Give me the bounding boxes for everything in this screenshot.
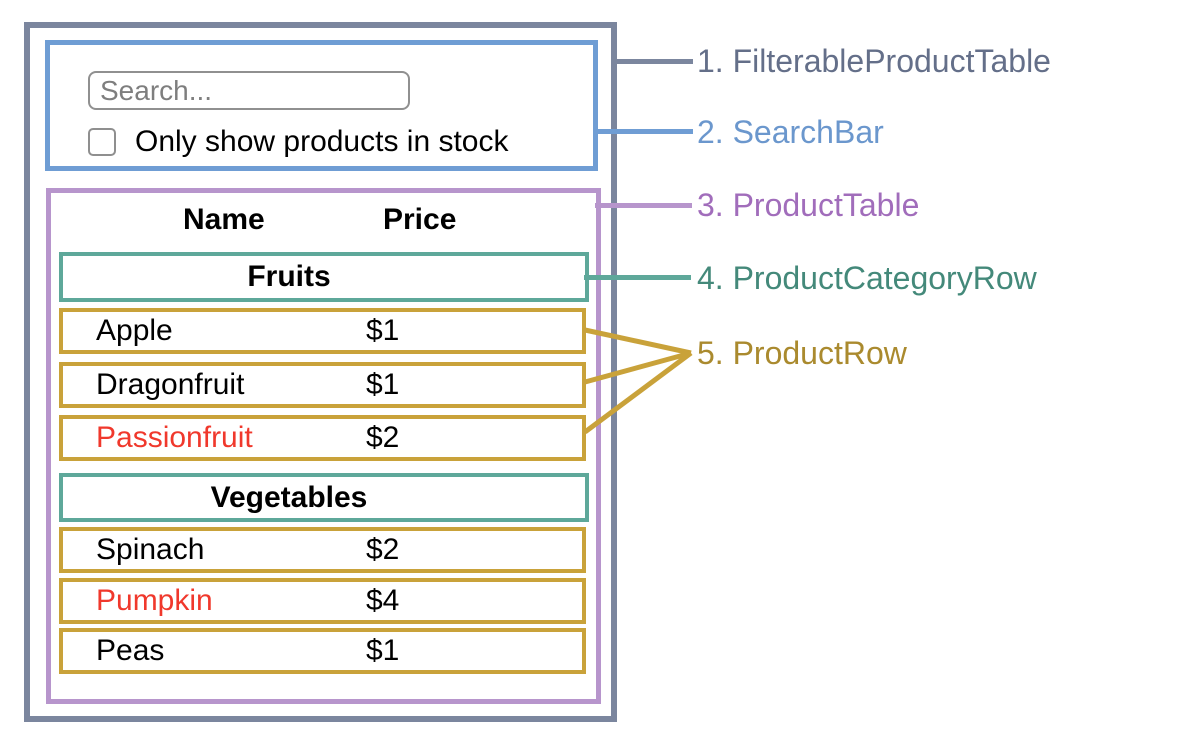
category-label: Fruits <box>247 260 331 293</box>
product-row: Dragonfruit $1 <box>59 362 586 408</box>
product-row: Peas $1 <box>59 628 586 674</box>
product-row: Passionfruit $2 <box>59 415 586 461</box>
in-stock-checkbox[interactable] <box>88 128 116 156</box>
price-column-header: Price <box>383 203 457 236</box>
label-search-bar: 2. SearchBar <box>697 114 884 150</box>
label-filterable-product-table: 1. FilterableProductTable <box>697 43 1051 79</box>
in-stock-checkbox-label: Only show products in stock <box>135 125 509 158</box>
search-bar-box: Only show products in stock <box>45 40 598 171</box>
category-row-vegetables: Vegetables <box>59 473 589 522</box>
product-name: Spinach <box>96 533 205 566</box>
label-product-category-row: 4. ProductCategoryRow <box>697 260 1037 296</box>
product-price: $2 <box>366 421 400 454</box>
product-table-box: Name Price Fruits Apple $1 Dragonfruit $… <box>46 188 601 704</box>
product-name: Dragonfruit <box>96 368 245 401</box>
product-name: Peas <box>96 634 165 667</box>
product-name: Apple <box>96 314 173 347</box>
product-row: Spinach $2 <box>59 527 586 573</box>
connector-line-product-table <box>595 203 692 208</box>
connector-line-search-bar <box>593 129 693 134</box>
connector-line-product-category-row <box>584 275 691 280</box>
in-stock-checkbox-row: Only show products in stock <box>88 125 509 159</box>
product-row: Pumpkin $4 <box>59 578 586 624</box>
product-price: $1 <box>366 368 400 401</box>
product-price: $2 <box>366 533 400 566</box>
category-row-fruits: Fruits <box>59 252 589 302</box>
category-label: Vegetables <box>210 480 368 514</box>
label-product-row: 5. ProductRow <box>697 335 907 371</box>
name-column-header: Name <box>183 203 265 236</box>
connector-line-filterable-product-table <box>611 59 693 64</box>
filterable-product-table-box: Only show products in stock Name Price F… <box>24 22 617 722</box>
search-input[interactable] <box>88 71 410 110</box>
product-price: $1 <box>366 634 400 667</box>
product-row: Apple $1 <box>59 308 586 354</box>
product-price: $1 <box>366 314 400 347</box>
product-name-out-of-stock: Pumpkin <box>96 584 213 617</box>
connector-lines-product-row <box>583 327 693 435</box>
label-product-table: 3. ProductTable <box>697 187 920 223</box>
product-price: $4 <box>366 584 400 617</box>
product-name-out-of-stock: Passionfruit <box>96 421 253 454</box>
